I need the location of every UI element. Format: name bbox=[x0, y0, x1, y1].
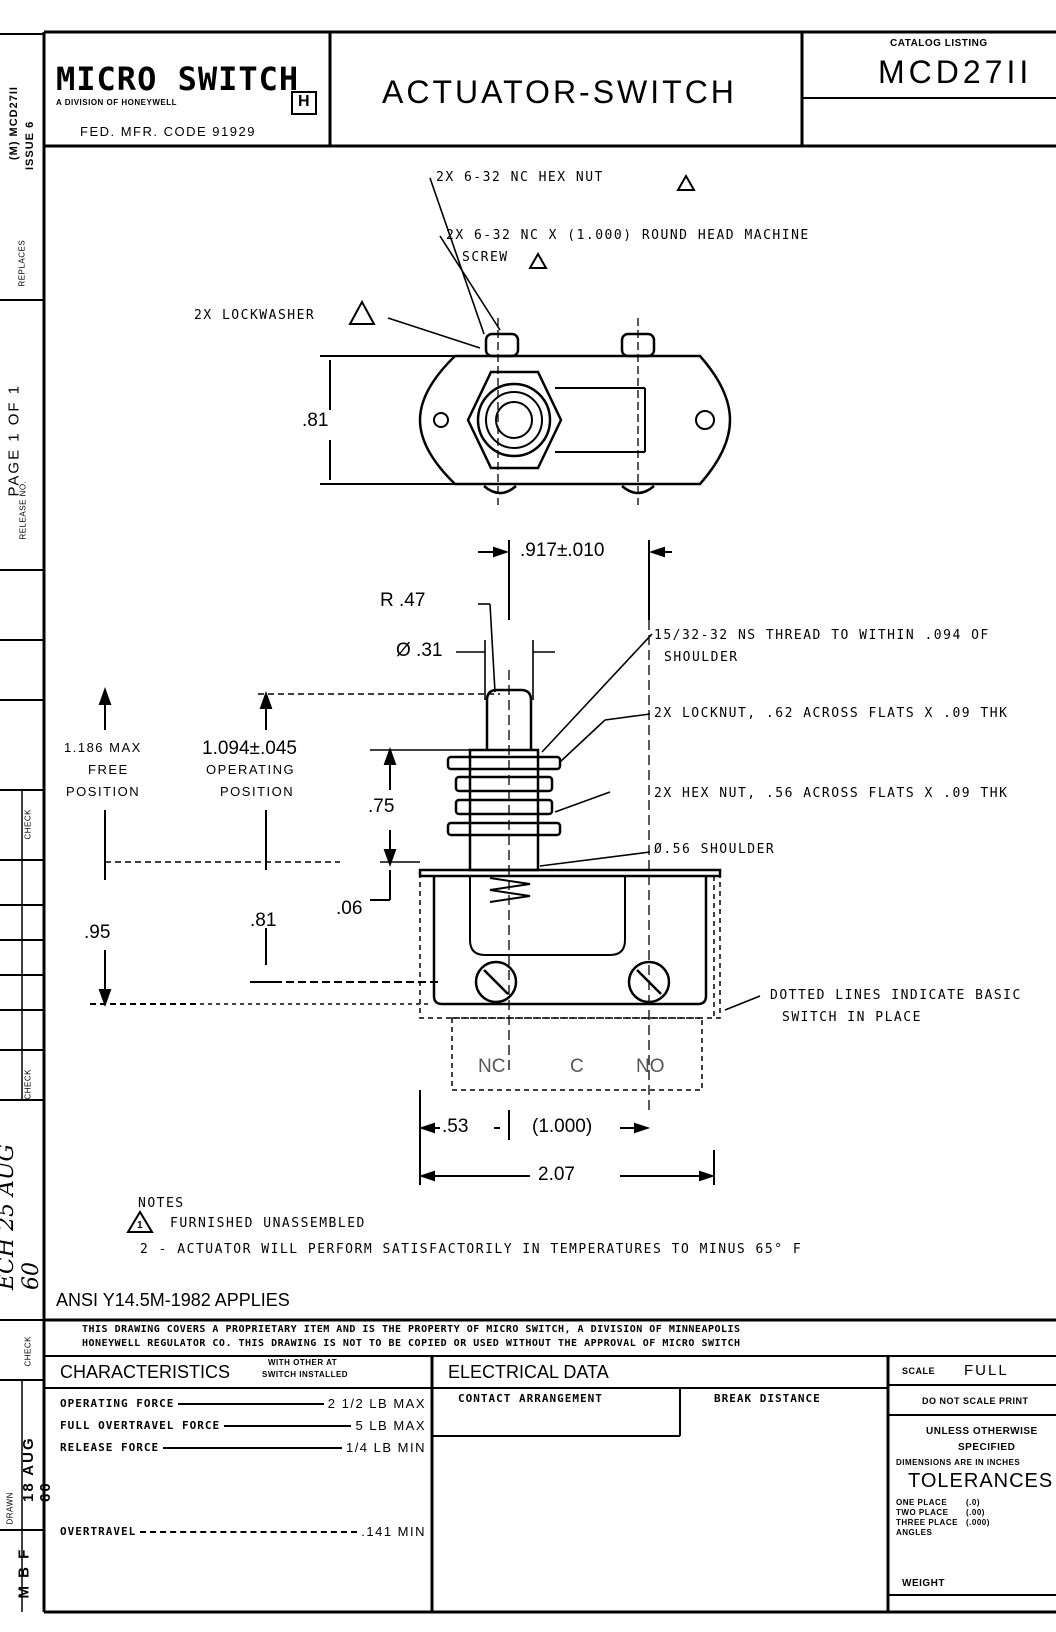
margin-ech: ECH 25 AUG 60 bbox=[0, 1143, 44, 1290]
scale-value: FULL bbox=[964, 1362, 1009, 1379]
char-label: OVERTRAVEL bbox=[60, 1525, 137, 1538]
char-row-overtravel-force: FULL OVERTRAVEL FORCE 5 LB MAX bbox=[60, 1418, 426, 1433]
callout-dotted-2: SWITCH IN PLACE bbox=[782, 1010, 922, 1025]
leader-line bbox=[224, 1424, 352, 1427]
margin-doc-id: (M) MCD27II bbox=[8, 86, 20, 160]
scale-label: SCALE bbox=[902, 1366, 936, 1376]
leader-line bbox=[140, 1530, 358, 1533]
note-1: FURNISHED UNASSEMBLED bbox=[170, 1216, 366, 1231]
proprietary-2: HONEYWELL REGULATOR CO. THIS DRAWING IS … bbox=[82, 1338, 741, 1349]
tol-label: ONE PLACE bbox=[896, 1498, 948, 1507]
note-marker-1: 1 bbox=[137, 1220, 144, 1231]
unless-2: SPECIFIED bbox=[958, 1442, 1016, 1453]
margin-replaces: REPLACES bbox=[17, 239, 27, 287]
dim-dia-31: Ø .31 bbox=[396, 640, 443, 661]
unless-3: DIMENSIONS ARE IN INCHES bbox=[896, 1458, 1021, 1467]
char-row-release: RELEASE FORCE 1/4 LB MIN bbox=[60, 1440, 426, 1455]
brand-subtitle: A DIVISION OF HONEYWELL bbox=[56, 98, 177, 107]
margin-issue: ISSUE 6 bbox=[24, 120, 36, 170]
tol-row-one: ONE PLACE (.0) bbox=[896, 1498, 980, 1507]
dim-917: .917±.010 bbox=[520, 540, 605, 561]
terminal-nc: NC bbox=[478, 1056, 506, 1077]
brand-logo: MICRO SWITCH bbox=[56, 60, 300, 98]
char-value: 2 1/2 LB MAX bbox=[327, 1396, 426, 1411]
characteristics-note-2: SWITCH INSTALLED bbox=[262, 1370, 349, 1379]
callout-lockwasher: 2X LOCKWASHER bbox=[194, 308, 316, 323]
char-row-overtravel: OVERTRAVEL .141 MIN bbox=[60, 1524, 426, 1539]
characteristics-heading: CHARACTERISTICS bbox=[60, 1362, 231, 1382]
margin-check-2: CHECK bbox=[23, 1068, 33, 1100]
tol-row-three: THREE PLACE (.000) bbox=[896, 1518, 990, 1527]
margin-check-1: CHECK bbox=[23, 808, 33, 840]
note-2: 2 - ACTUATOR WILL PERFORM SATISFACTORILY… bbox=[140, 1242, 803, 1257]
char-row-operating: OPERATING FORCE 2 1/2 LB MAX bbox=[60, 1396, 426, 1411]
notes-heading: NOTES bbox=[138, 1196, 185, 1211]
leader-line bbox=[178, 1402, 324, 1405]
callout-locknut: 2X LOCKNUT, .62 ACROSS FLATS X .09 THK bbox=[654, 706, 1009, 721]
callout-hexnut2: 2X HEX NUT, .56 ACROSS FLATS X .09 THK bbox=[654, 786, 1009, 801]
dim-1094-1: 1.094±.045 bbox=[202, 738, 297, 759]
unless-1: UNLESS OTHERWISE bbox=[926, 1426, 1038, 1437]
char-value: .141 MIN bbox=[361, 1524, 426, 1539]
char-label: RELEASE FORCE bbox=[60, 1441, 160, 1454]
margin-release-no: RELEASE NO. bbox=[18, 480, 28, 540]
tolerances-heading: TOLERANCES bbox=[908, 1470, 1054, 1492]
callout-shoulder: Ø.56 SHOULDER bbox=[654, 842, 776, 857]
callout-hex-nut: 2X 6-32 NC HEX NUT bbox=[436, 170, 604, 185]
char-value: 1/4 LB MIN bbox=[345, 1440, 426, 1455]
dim-207: 2.07 bbox=[538, 1164, 575, 1185]
dim-bot-81: .81 bbox=[250, 910, 277, 931]
callout-thread-1: 15/32-32 NS THREAD TO WITHIN .094 OF bbox=[654, 628, 990, 643]
dim-1094-3: POSITION bbox=[220, 784, 295, 799]
proprietary-1: THIS DRAWING COVERS A PROPRIETARY ITEM A… bbox=[82, 1324, 741, 1335]
characteristics-note-1: WITH OTHER AT bbox=[268, 1358, 338, 1367]
electrical-col-contact: CONTACT ARRANGEMENT bbox=[458, 1392, 603, 1405]
tol-row-two: TWO PLACE (.00) bbox=[896, 1508, 985, 1517]
dim-95: .95 bbox=[84, 922, 111, 943]
leader-line bbox=[163, 1446, 342, 1449]
dim-1000: (1.000) bbox=[532, 1116, 593, 1137]
margin-check-3: CHECK bbox=[23, 1335, 33, 1367]
electrical-col-break: BREAK DISTANCE bbox=[714, 1392, 821, 1405]
dim-06: .06 bbox=[336, 898, 363, 919]
tol-row-angles: ANGLES bbox=[896, 1528, 966, 1537]
dim-75: .75 bbox=[368, 796, 395, 817]
catalog-label: CATALOG LISTING bbox=[890, 38, 988, 49]
tol-value: (.0) bbox=[966, 1498, 980, 1507]
dim-53: .53 bbox=[442, 1116, 469, 1137]
terminal-no: NO bbox=[636, 1056, 665, 1077]
dim-1186-2: FREE bbox=[88, 762, 129, 777]
drawing-title: ACTUATOR-SWITCH bbox=[382, 74, 737, 110]
margin-date: 18 AUG 60 bbox=[20, 1436, 54, 1502]
tol-label: ANGLES bbox=[896, 1528, 933, 1537]
terminal-c: C bbox=[570, 1056, 584, 1077]
catalog-number: MCD27II bbox=[878, 54, 1033, 90]
tol-value: (.000) bbox=[966, 1518, 990, 1527]
callout-screw-1: 2X 6-32 NC X (1.000) ROUND HEAD MACHINE bbox=[446, 228, 810, 243]
tol-label: THREE PLACE bbox=[896, 1518, 958, 1527]
callout-screw-2: SCREW bbox=[462, 250, 509, 265]
do-not-scale: DO NOT SCALE PRINT bbox=[922, 1396, 1029, 1406]
dim-1186-3: POSITION bbox=[66, 784, 141, 799]
brand-badge: H bbox=[298, 93, 310, 110]
dim-r47: R .47 bbox=[380, 590, 426, 611]
weight-label: WEIGHT bbox=[902, 1578, 945, 1589]
dim-1186-1: 1.186 MAX bbox=[64, 740, 142, 755]
char-label: FULL OVERTRAVEL FORCE bbox=[60, 1419, 221, 1432]
mfr-code: FED. MFR. CODE 91929 bbox=[80, 124, 256, 139]
electrical-heading: ELECTRICAL DATA bbox=[448, 1362, 609, 1382]
margin-drawn: DRAWN bbox=[5, 1492, 15, 1525]
dim-top-81: .81 bbox=[302, 410, 329, 431]
dim-1094-2: OPERATING bbox=[206, 762, 296, 777]
callout-dotted-1: DOTTED LINES INDICATE BASIC bbox=[770, 988, 1022, 1003]
margin-initials: M B F bbox=[15, 1547, 33, 1599]
tol-label: TWO PLACE bbox=[896, 1508, 949, 1517]
char-value: 5 LB MAX bbox=[355, 1418, 426, 1433]
tol-value: (.00) bbox=[966, 1508, 985, 1517]
char-label: OPERATING FORCE bbox=[60, 1397, 175, 1410]
ansi-note: ANSI Y14.5M-1982 APPLIES bbox=[56, 1290, 290, 1310]
callout-thread-2: SHOULDER bbox=[664, 650, 739, 665]
